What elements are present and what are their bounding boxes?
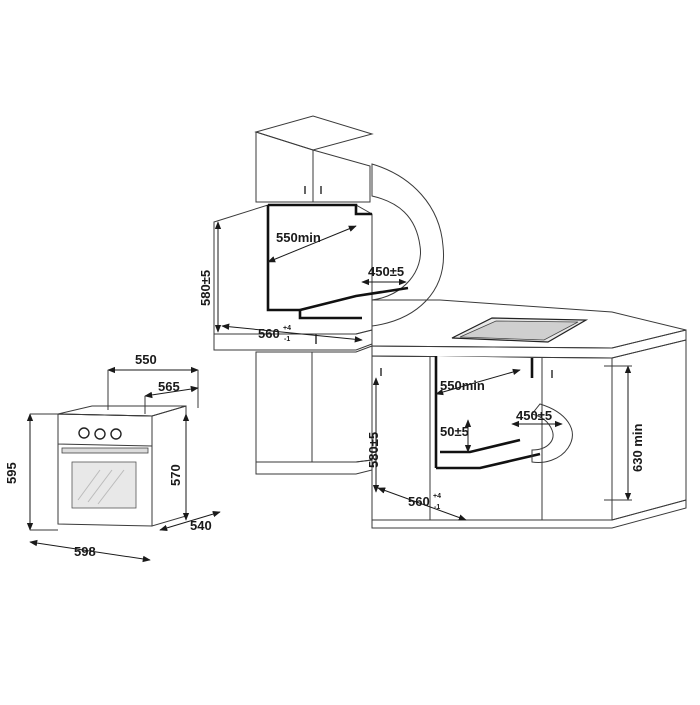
lower-height-label: 580±5: [366, 432, 381, 468]
oven-window: [71, 461, 137, 509]
upper-depth-label: 550min: [276, 230, 321, 245]
lower-vent-label: 450±5: [516, 408, 552, 423]
dimension-lines: [26, 221, 632, 563]
lower-width-tol-minus: -1: [434, 504, 440, 511]
oven-body-height-label: 570: [168, 464, 183, 486]
worktop-height-label: 630 min: [630, 424, 645, 472]
lower-width-label: 560: [408, 494, 430, 509]
oven-body-depth-label: 550: [135, 352, 157, 367]
upper-vent-label: 450±5: [368, 264, 404, 279]
oven-height-label: 595: [4, 462, 19, 484]
cutaway-side-panel: [371, 163, 444, 327]
lower-depth-label: 550min: [440, 378, 485, 393]
upper-width-tol-minus: -1: [284, 336, 290, 343]
control-knob-icon: [110, 428, 122, 440]
lower-width-tol-plus: +4: [433, 493, 441, 500]
wall-cabinet: [254, 115, 374, 203]
oven-depth-label: 540: [190, 518, 212, 533]
upper-width-tol-plus: +4: [283, 325, 291, 332]
oven-unit: [57, 405, 187, 527]
tall-column-cabinet: [213, 204, 373, 475]
oven-top-depth-label: 565: [158, 379, 180, 394]
oven-width-label: 598: [74, 544, 96, 559]
hob: [451, 317, 589, 343]
upper-cutout: [266, 203, 409, 320]
dimension-labels: 550 565 595 570 598 540 550min 580±5 450…: [4, 230, 645, 559]
upper-width-label: 560: [258, 326, 280, 341]
lower-gap-label: 50±5: [440, 424, 469, 439]
oven-door-handle: [61, 447, 149, 454]
upper-height-label: 580±5: [198, 270, 213, 306]
control-knob-icon: [78, 427, 90, 439]
control-knob-icon: [94, 428, 106, 440]
